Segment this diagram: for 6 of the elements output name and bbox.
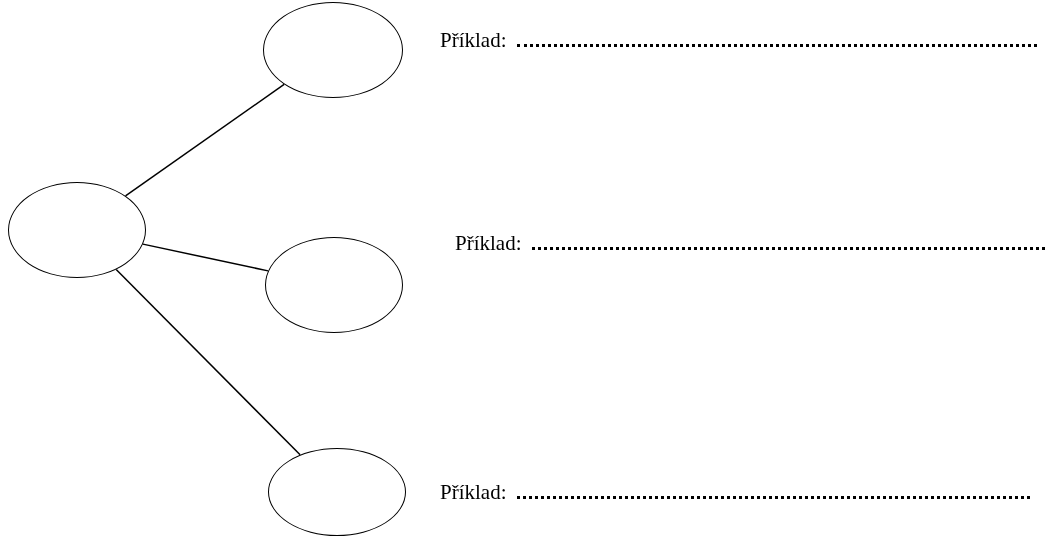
example-label: Příklad: [455, 231, 522, 256]
example-label: Příklad: [440, 480, 507, 505]
connector-line [115, 268, 301, 456]
connector-line [142, 243, 269, 272]
example-label: Příklad: [440, 28, 507, 53]
connector-line [124, 83, 285, 197]
